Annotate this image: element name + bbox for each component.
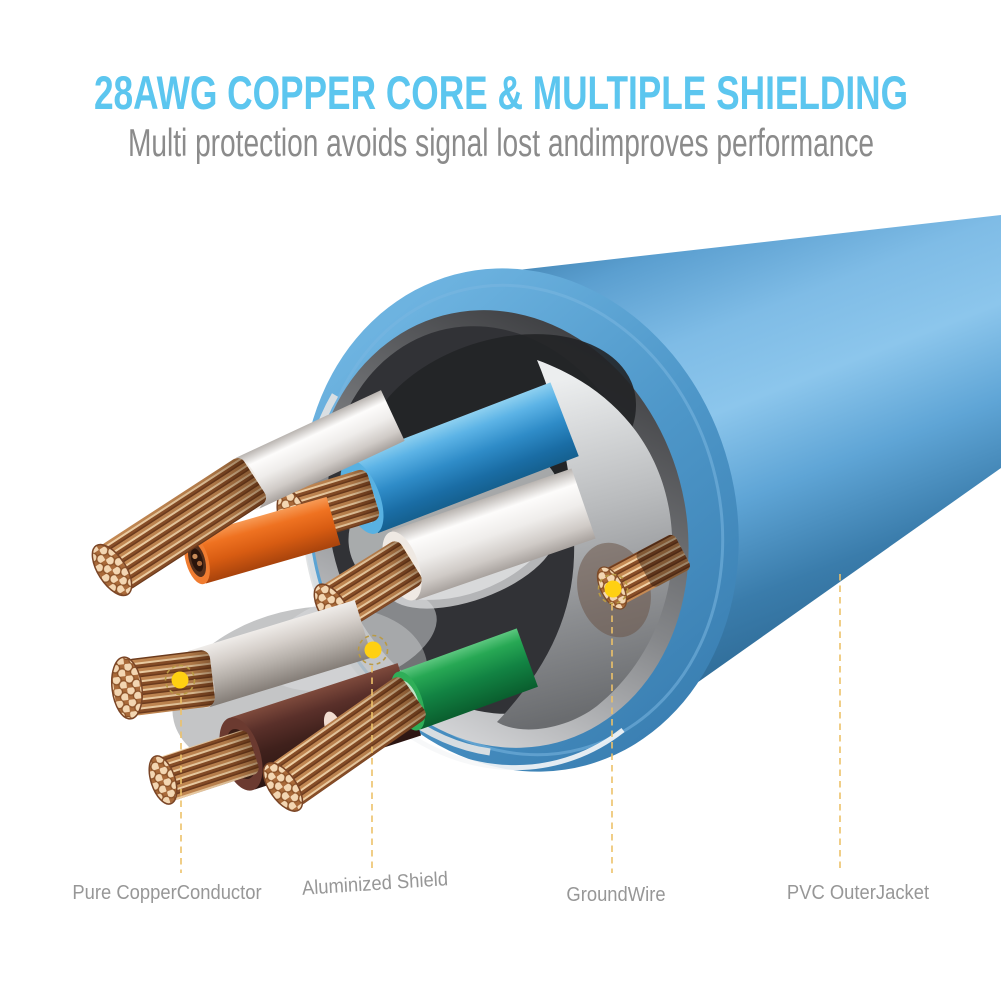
foil-fold [497, 360, 673, 730]
marker-ground-wire [597, 573, 629, 873]
marker-shield [357, 634, 389, 873]
copper-bundle-gray [110, 650, 215, 720]
copper-bundle-brown [148, 730, 259, 805]
wire-orange [184, 496, 341, 585]
page-title: 28AWG COPPER CORE & MULTIPLE SHIELDING [93, 66, 908, 119]
copper-bundle-white-topleft [91, 458, 267, 597]
callout-markers [164, 573, 841, 873]
marker-copper-conductor [164, 664, 196, 873]
copper-bundle-green [262, 677, 426, 812]
label-pure-copper-conductor: Pure CopperConductor [72, 882, 262, 904]
page-subtitle: Multi protection avoids signal lost andi… [127, 122, 874, 165]
label-ground-wire: GroundWire [566, 884, 666, 906]
label-pvc-outer-jacket: PVC OuterJacket [786, 882, 930, 904]
